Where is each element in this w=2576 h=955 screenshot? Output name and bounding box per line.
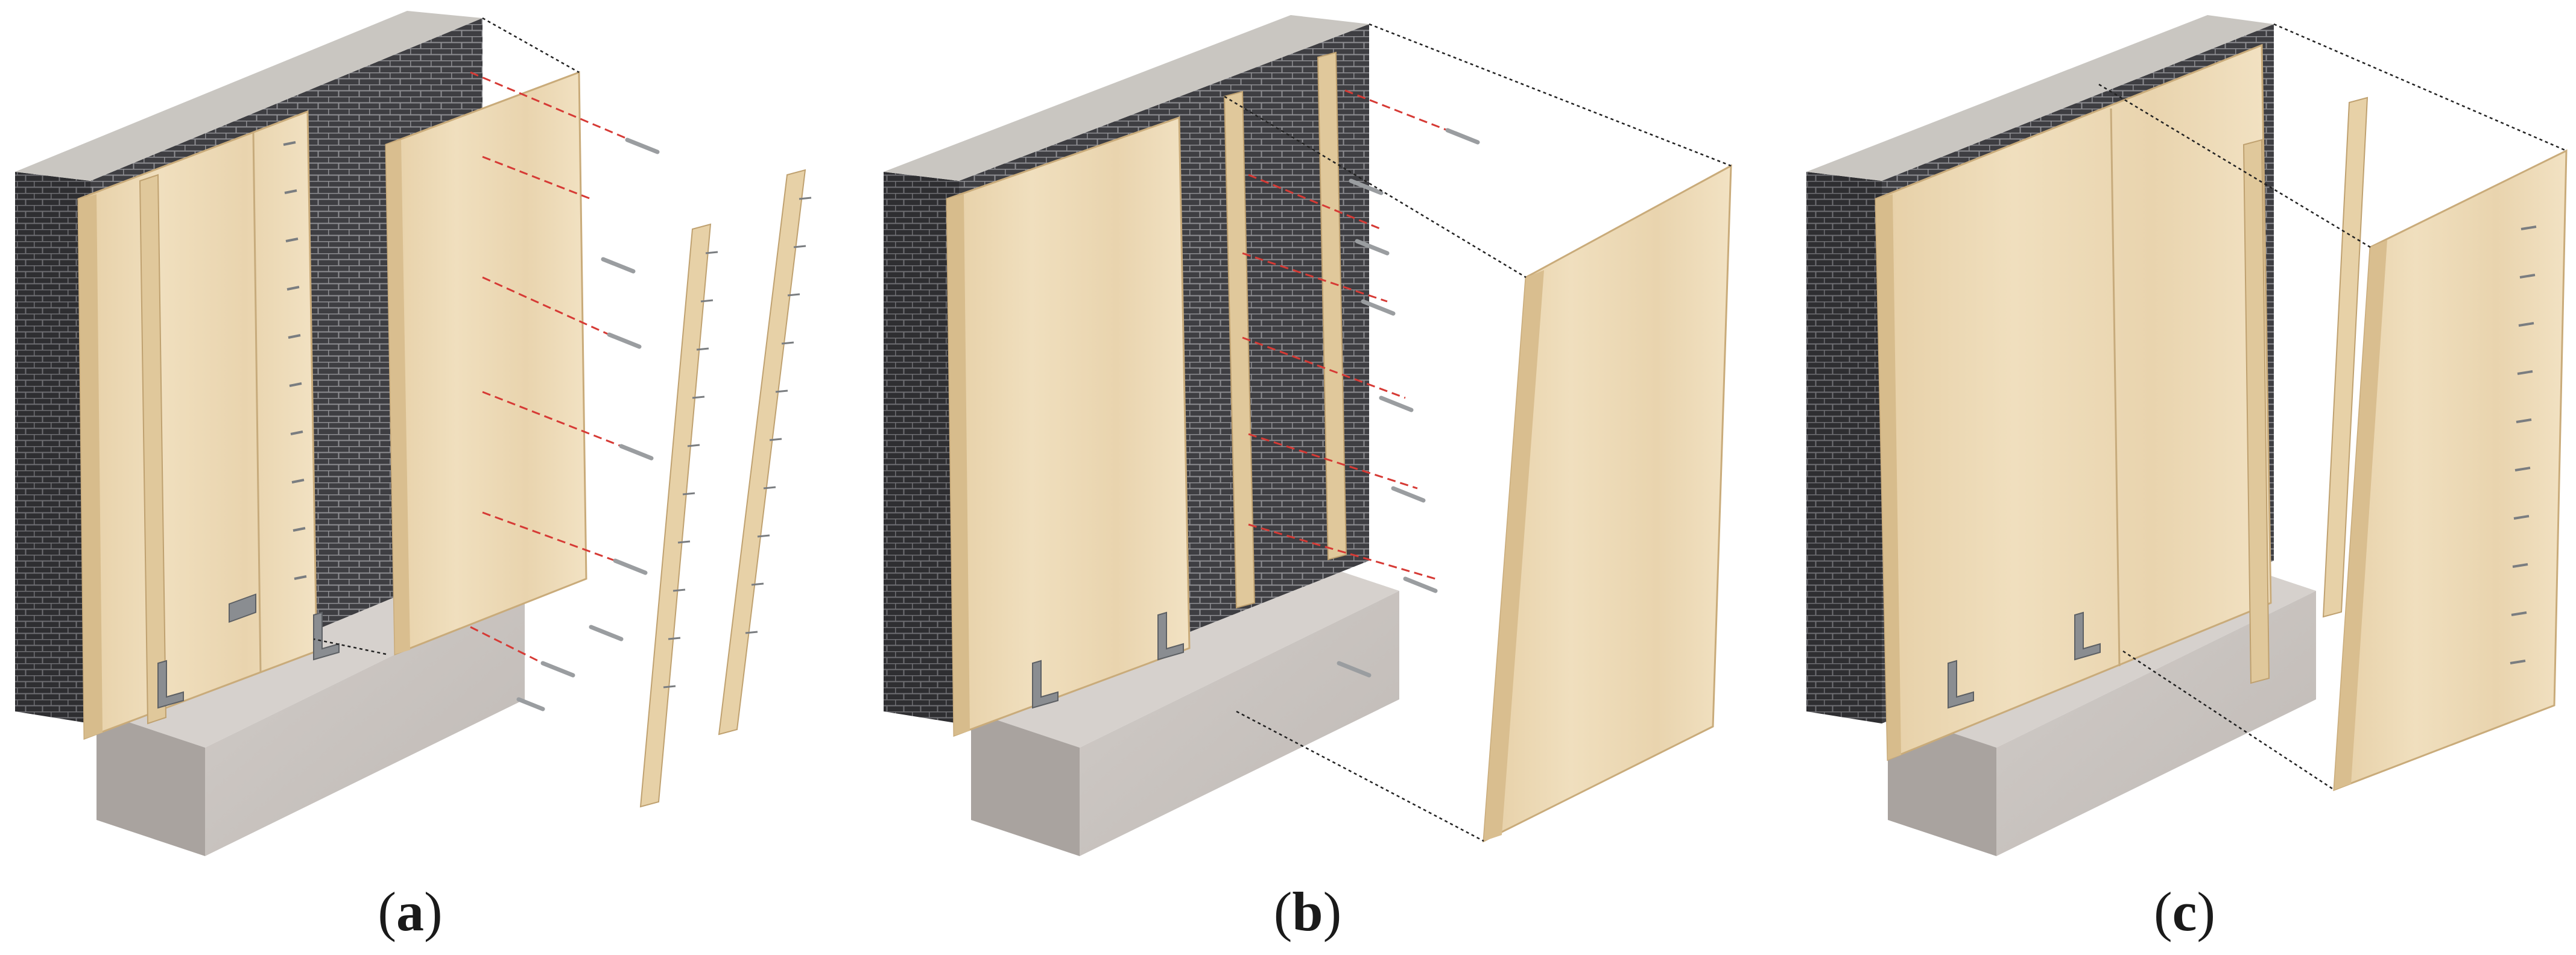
concrete-base-side — [205, 591, 525, 856]
panel-c — [1806, 15, 2568, 856]
clt-panel-loose-edge — [1484, 270, 1544, 841]
loose-batten — [2322, 96, 2369, 618]
timber-batten-attached — [139, 174, 167, 725]
caption-close-paren: ) — [1323, 881, 1342, 942]
dowel-lines-a — [470, 71, 628, 664]
clt-panel-loose — [385, 71, 587, 656]
timber-batten-1 — [1223, 90, 1256, 609]
wall-top-cap — [1806, 15, 2274, 181]
anchor-brackets — [1948, 611, 2101, 709]
concrete-base-side — [1996, 591, 2316, 856]
brick-wall-end — [15, 172, 90, 723]
concrete-base-front — [971, 711, 1080, 856]
clt-panel-attached-edge — [1876, 194, 1901, 760]
caption-close-paren: ) — [2197, 881, 2216, 942]
clt-panel-loose-edge — [2334, 240, 2387, 790]
caption-panel-b: (b) — [1217, 884, 1398, 939]
panel-a — [15, 11, 812, 856]
screws-floating-a — [516, 137, 660, 711]
loose-batten-1 — [639, 223, 712, 808]
caption-close-paren: ) — [424, 881, 443, 942]
anchor-brackets — [1032, 611, 1184, 709]
timber-batten-attached — [2242, 139, 2270, 684]
timber-batten-2 — [1317, 51, 1347, 561]
caption-panel-a: (a) — [320, 884, 501, 939]
caption-panel-c: (c) — [2094, 884, 2275, 939]
concrete-base-top — [971, 555, 1399, 748]
screws-floating-b — [1337, 128, 1480, 678]
caption-label-c: c — [2172, 881, 2197, 942]
guide-lines-a — [313, 17, 580, 655]
caption-open-paren: ( — [378, 881, 396, 942]
clt-panel-loose-edge — [386, 140, 410, 654]
clt-panel-loose — [1483, 164, 1732, 843]
brick-wall-end — [884, 172, 959, 723]
caption-open-paren: ( — [2153, 881, 2173, 942]
anchor-brackets — [157, 593, 340, 709]
panel-joint — [252, 132, 262, 673]
screw-row-loose-panel — [2510, 225, 2537, 664]
brick-wall-end — [1806, 172, 1882, 723]
panel-b — [884, 15, 1732, 856]
wall-top-cap — [884, 15, 1369, 181]
dowel-lines-b — [1242, 89, 1454, 580]
clt-panel-attached — [946, 116, 1191, 737]
clt-panel-attached — [1875, 43, 2272, 761]
clt-panel-attached-edge — [78, 194, 103, 739]
concrete-base-front — [97, 711, 205, 856]
guide-lines-c — [2098, 23, 2567, 791]
panel-joint — [2110, 108, 2121, 667]
guide-lines-b — [1224, 23, 1732, 842]
wall-top-cap — [15, 11, 483, 181]
screw-row-attached — [283, 141, 307, 580]
concrete-base-side — [1080, 591, 1399, 856]
loose-batten-2 — [718, 169, 806, 736]
caption-label-a: a — [396, 881, 424, 942]
caption-label-b: b — [1292, 881, 1323, 942]
clt-panel-attached-edge — [947, 194, 970, 736]
caption-open-paren: ( — [1273, 881, 1293, 942]
clt-panel-attached — [77, 110, 318, 740]
batten-screws — [663, 197, 812, 689]
